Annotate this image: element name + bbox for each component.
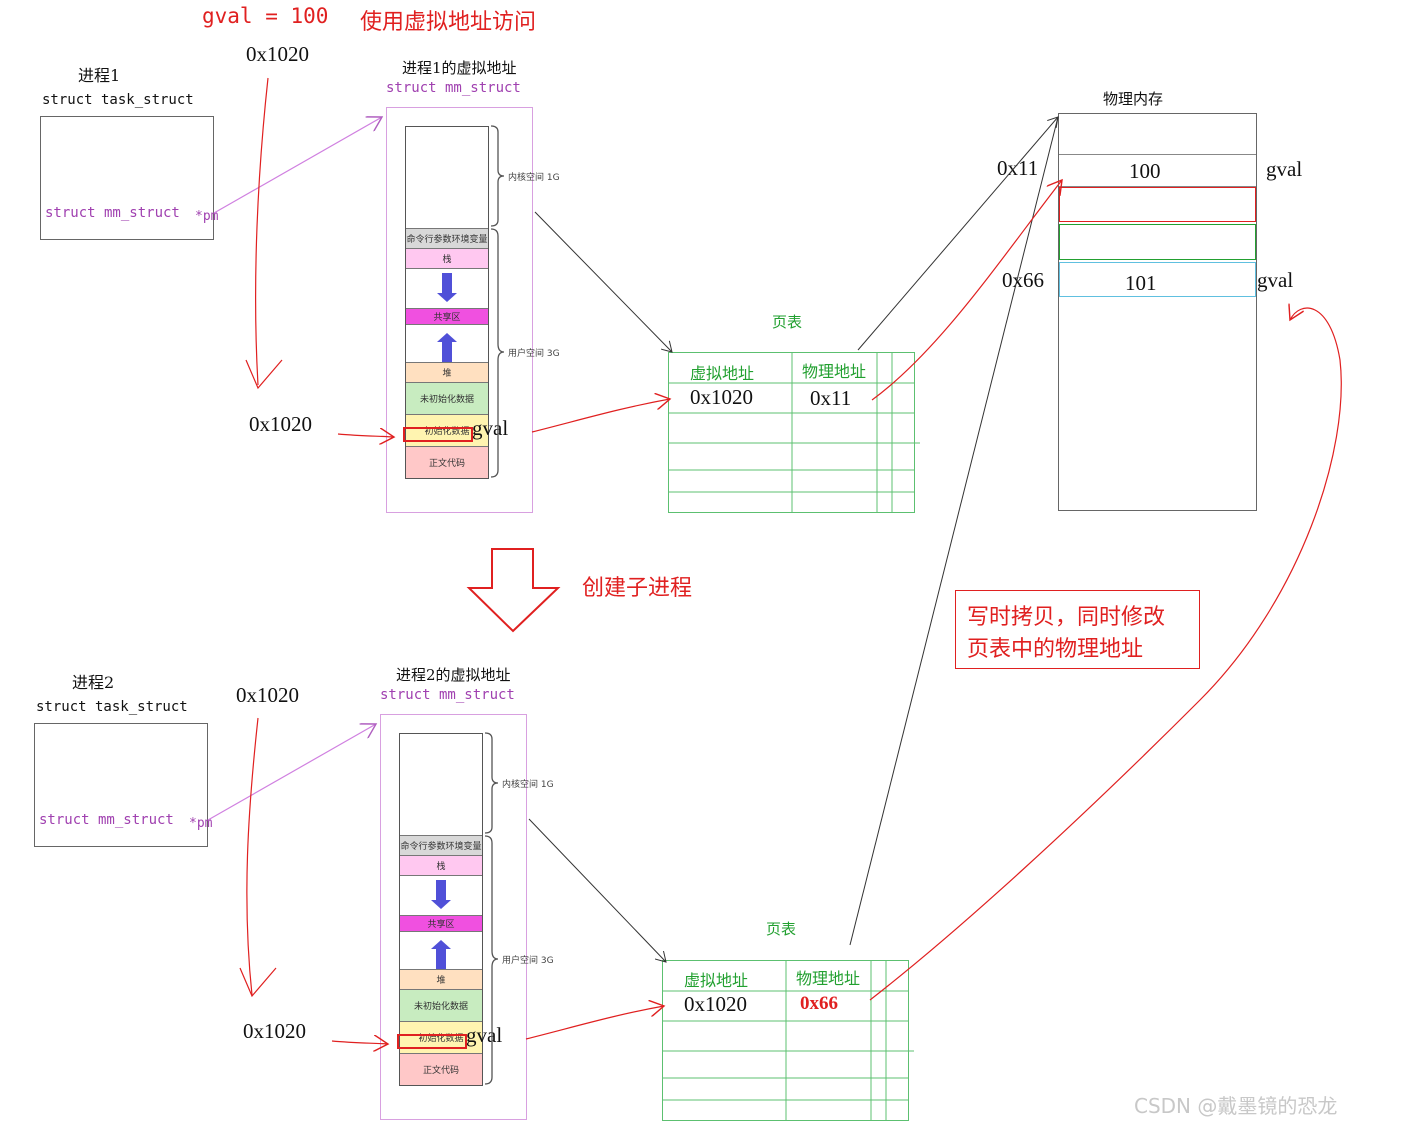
bss-segment: 未初始化数据 bbox=[406, 383, 488, 415]
stack-growth-area bbox=[406, 269, 488, 309]
process1-kernel-label: 内核空间 1G bbox=[508, 173, 560, 183]
process1-mm-pointer-suffix: *pm bbox=[195, 209, 219, 224]
fork-label: 创建子进程 bbox=[582, 576, 693, 601]
physical-gval1: gval bbox=[1266, 157, 1303, 181]
process1-vaddr-left: 0x1020 bbox=[249, 412, 312, 436]
page-table1-virtual-value: 0x1020 bbox=[690, 385, 753, 409]
process2-mm-pointer-arrow bbox=[207, 724, 376, 821]
process1-vaddr-down-arrow bbox=[255, 77, 269, 386]
process2-task-struct-box: struct mm_struct *pm bbox=[34, 723, 212, 847]
text-segment: 正文代码 bbox=[406, 447, 488, 478]
cow-note-line1: 写时拷贝，同时修改 bbox=[967, 605, 1166, 630]
process2-kernel-label: 内核空间 1G bbox=[502, 780, 554, 790]
pagetable2-to-physical-line bbox=[849, 116, 1059, 946]
cow-note-line2: 页表中的物理地址 bbox=[967, 637, 1144, 662]
process1-gval-highlight bbox=[403, 427, 473, 442]
pagetable1-to-physical-arrow bbox=[857, 117, 1058, 351]
gval-assignment: gval = 100 bbox=[202, 4, 329, 28]
process2-name: 进程2 bbox=[72, 673, 115, 692]
process2-vspace-title: 进程2的虚拟地址 bbox=[396, 666, 511, 684]
process2-task-struct-label: struct task_struct bbox=[36, 699, 188, 715]
kernel-space-segment bbox=[400, 734, 482, 836]
process2-vaddr-top: 0x1020 bbox=[236, 683, 299, 707]
physical-value-101: 101 bbox=[1125, 271, 1157, 295]
process2-to-pagetable-arrow bbox=[528, 818, 666, 962]
bss-segment: 未初始化数据 bbox=[400, 990, 482, 1022]
process1-task-struct-box: struct mm_struct *pm bbox=[40, 116, 218, 240]
page-table1-physical-value: 0x11 bbox=[810, 386, 852, 410]
process1-mm-pointer: struct mm_struct bbox=[45, 205, 180, 221]
process2-gval-highlight bbox=[397, 1034, 467, 1049]
page-table1-col-physical: 物理地址 bbox=[802, 362, 867, 381]
process2-vspace-struct: struct mm_struct bbox=[380, 687, 515, 703]
physical-value-100: 100 bbox=[1129, 159, 1161, 183]
process1-gval-to-pagetable-arrow bbox=[531, 399, 670, 433]
process1-vaddr-top: 0x1020 bbox=[246, 42, 309, 66]
stack-segment: 栈 bbox=[400, 856, 482, 876]
cmdline-env-segment: 命令行参数环境变量 bbox=[406, 229, 488, 249]
physical-cell-green bbox=[1059, 224, 1256, 260]
page-table2-col-physical: 物理地址 bbox=[796, 969, 861, 988]
process1-mm-pointer-arrow bbox=[213, 117, 382, 214]
physical-gval2: gval bbox=[1257, 268, 1294, 292]
process1-task-struct-label: struct task_struct bbox=[42, 92, 194, 108]
heap-segment: 堆 bbox=[400, 970, 482, 990]
process1-vspace-struct: struct mm_struct bbox=[386, 80, 521, 96]
shared-segment: 共享区 bbox=[400, 916, 482, 932]
heap-growth-area bbox=[406, 325, 488, 363]
process2-mm-pointer: struct mm_struct bbox=[39, 812, 174, 828]
physical-addr-0x11: 0x11 bbox=[997, 156, 1039, 180]
process2-vaddr-down-arrow bbox=[246, 717, 259, 996]
process1-memory-diagram: 命令行参数环境变量 栈 共享区 堆 未初始化数据 初始化数据 正文代码 bbox=[405, 126, 489, 479]
access-note: 使用虚拟地址访问 bbox=[360, 10, 537, 35]
physical-cell-0x66 bbox=[1059, 262, 1256, 297]
process2-vaddr-left: 0x1020 bbox=[243, 1019, 306, 1043]
physical-cell-red bbox=[1059, 187, 1256, 222]
process1-vspace-title: 进程1的虚拟地址 bbox=[402, 59, 517, 77]
process1-to-pagetable-arrow bbox=[534, 211, 672, 352]
kernel-space-segment bbox=[406, 127, 488, 229]
page-table2-col-virtual: 虚拟地址 bbox=[684, 971, 749, 990]
page-table1-title: 页表 bbox=[772, 313, 803, 331]
process2-mm-pointer-suffix: *pm bbox=[189, 816, 213, 831]
page-table2-physical-value: 0x66 bbox=[800, 993, 838, 1014]
physical-cell-0x11 bbox=[1059, 154, 1256, 187]
process1-gval-label: gval bbox=[472, 416, 509, 440]
process1-name: 进程1 bbox=[78, 66, 121, 85]
physical-memory-title: 物理内存 bbox=[1103, 90, 1164, 108]
shared-segment: 共享区 bbox=[406, 309, 488, 325]
process2-vspace-frame bbox=[380, 714, 527, 1120]
cow-note-box: 写时拷贝，同时修改 页表中的物理地址 bbox=[955, 590, 1200, 669]
process2-gval-to-pagetable-arrow bbox=[525, 1006, 664, 1040]
heap-growth-area bbox=[400, 932, 482, 970]
process1-vspace-frame bbox=[386, 107, 533, 513]
process1-user-label: 用户空间 3G bbox=[508, 349, 560, 359]
stack-segment: 栈 bbox=[406, 249, 488, 269]
watermark: CSDN @戴墨镜的恐龙 bbox=[1134, 1094, 1338, 1118]
process2-memory-diagram: 命令行参数环境变量 栈 共享区 堆 未初始化数据 初始化数据 正文代码 bbox=[399, 733, 483, 1086]
stack-growth-area bbox=[400, 876, 482, 916]
process2-gval-label: gval bbox=[466, 1023, 503, 1047]
page-table2-virtual-value: 0x1020 bbox=[684, 992, 747, 1016]
physical-addr-0x66: 0x66 bbox=[1002, 268, 1044, 292]
cmdline-env-segment: 命令行参数环境变量 bbox=[400, 836, 482, 856]
page-table2-title: 页表 bbox=[766, 920, 797, 938]
text-segment: 正文代码 bbox=[400, 1054, 482, 1085]
heap-segment: 堆 bbox=[406, 363, 488, 383]
page-table1-col-virtual: 虚拟地址 bbox=[690, 364, 755, 383]
process2-user-label: 用户空间 3G bbox=[502, 956, 554, 966]
